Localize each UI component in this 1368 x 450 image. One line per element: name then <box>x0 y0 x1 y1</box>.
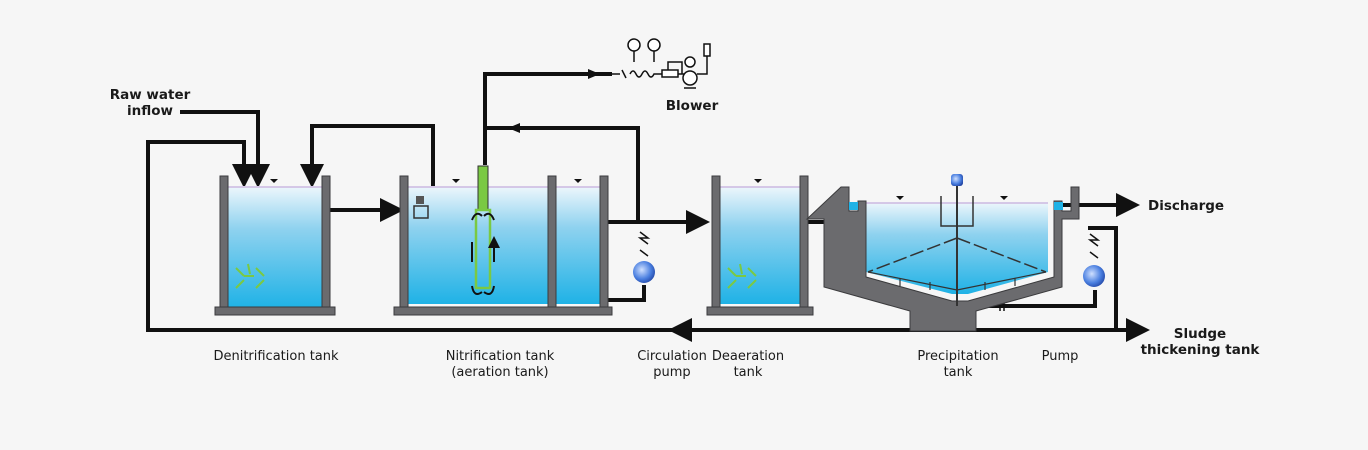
sludge-suction-pipe <box>965 290 1097 308</box>
sludge-return-pipe <box>146 140 1138 332</box>
raw-water-label-2: inflow <box>127 103 173 119</box>
nitrification-label: Nitrification tank <box>446 349 555 364</box>
blower-label: Blower <box>666 98 719 114</box>
pump-label: Pump <box>1042 349 1079 364</box>
pressure-gauge-icon <box>647 38 661 52</box>
precipitation-label-2: tank <box>944 365 973 380</box>
circulation-pump-label-2: pump <box>653 365 690 380</box>
discharge-label: Discharge <box>1148 198 1224 214</box>
level-sensor-icon <box>416 196 424 204</box>
denitrification-label: Denitrification tank <box>213 349 339 364</box>
water-level-marker-icon <box>754 179 762 183</box>
circulation-return-pipe <box>485 126 640 222</box>
water-level-marker-icon <box>1000 196 1008 200</box>
precipitation-tank <box>805 174 1080 332</box>
arrow-icon <box>508 123 520 133</box>
deaeration-label-2: tank <box>734 365 763 380</box>
valve-icon <box>637 231 651 257</box>
air-supply-pipe <box>483 72 612 165</box>
sludge-discharge-pipe <box>1088 226 1118 330</box>
blower-assembly <box>612 38 711 89</box>
air-pipe <box>477 165 489 211</box>
labels: Raw water inflow Blower Discharge Sludge… <box>110 87 1261 380</box>
sludge-label-2: thickening tank <box>1141 342 1261 358</box>
mixer-icon <box>235 263 265 289</box>
raw-water-inflow-pipe <box>180 110 270 188</box>
filter-icon <box>661 69 679 78</box>
valve-icon <box>1087 233 1101 259</box>
deaeration-label: Deaeration <box>712 349 784 364</box>
water-level-marker-icon <box>896 196 904 200</box>
mixer-icon <box>727 263 757 289</box>
nitrification-label-2: (aeration tank) <box>451 365 548 380</box>
water-level-marker-icon <box>270 179 278 183</box>
circulation-pump <box>633 231 655 283</box>
drive-motor-icon <box>951 174 963 186</box>
raw-water-label: Raw water <box>110 87 191 103</box>
water-level-marker-icon <box>574 179 582 183</box>
denitrification-tank <box>214 175 336 316</box>
recycle-pipe <box>300 124 435 208</box>
water-level-marker-icon <box>452 179 460 183</box>
deaeration-tank <box>706 175 814 316</box>
pressure-gauge-icon <box>627 38 641 52</box>
nitrification-tank <box>393 165 613 316</box>
arrow-icon <box>588 69 600 79</box>
sludge-label: Sludge <box>1174 326 1226 342</box>
sludge-pump <box>1083 233 1105 287</box>
blower-icon <box>682 70 698 86</box>
precipitation-label: Precipitation <box>917 349 998 364</box>
pump-icon <box>633 261 655 283</box>
circulation-pump-label: Circulation <box>637 349 707 364</box>
pump-icon <box>1083 265 1105 287</box>
